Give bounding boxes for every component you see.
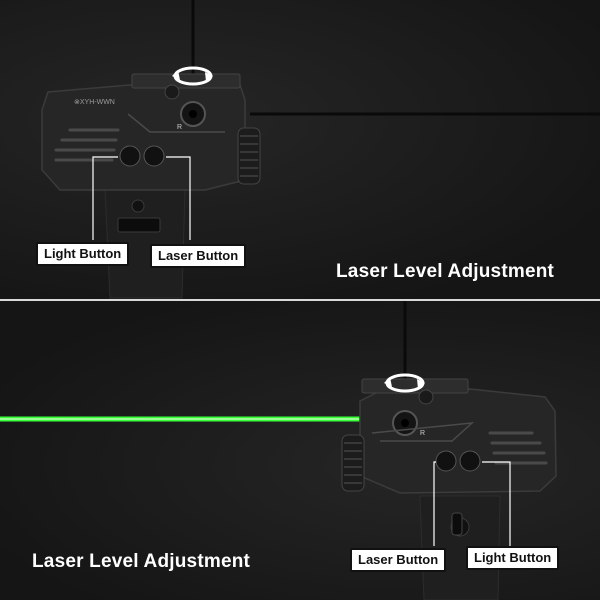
- laser-button-callout-top: Laser Button: [150, 244, 247, 268]
- top-caption: Laser Level Adjustment: [336, 261, 555, 282]
- bottom-panel: R Laser Button Light Button Laser Level …: [0, 301, 600, 600]
- top-device-scene: ⊗XYH-WWN R: [41, 0, 600, 299]
- rotate-arrow-icon: [172, 66, 213, 86]
- knob-letter-bottom: R: [420, 430, 425, 437]
- device-body: [41, 84, 246, 191]
- vent-lines: [54, 128, 120, 162]
- light-button-callout-bottom: Light Button: [466, 546, 560, 570]
- bottom-device-scene: R: [0, 301, 557, 600]
- top-panel: ⊗XYH-WWN R Light Button Laser Button Las…: [0, 0, 600, 299]
- side-wheel[interactable]: [237, 127, 261, 185]
- rotate-arrow-icon: [384, 373, 425, 393]
- laser-button-bottom[interactable]: [435, 450, 457, 472]
- laser-button-top[interactable]: [143, 145, 165, 167]
- laser-button-callout-bottom: Laser Button: [350, 548, 447, 572]
- brand-mark: ⊗XYH-WWN: [74, 99, 115, 106]
- panel-divider: [0, 299, 600, 301]
- top-rail: [131, 73, 241, 89]
- light-button-bottom[interactable]: [459, 450, 481, 472]
- laser-leader-line: [166, 156, 191, 240]
- light-button-top[interactable]: [119, 145, 141, 167]
- side-wheel-bottom[interactable]: [341, 434, 365, 492]
- knob-letter: R: [177, 124, 182, 131]
- grip-slot: [117, 217, 161, 233]
- light-button-callout-top: Light Button: [36, 242, 130, 266]
- light-leader-line: [92, 156, 118, 240]
- bottom-caption: Laser Level Adjustment: [32, 551, 251, 572]
